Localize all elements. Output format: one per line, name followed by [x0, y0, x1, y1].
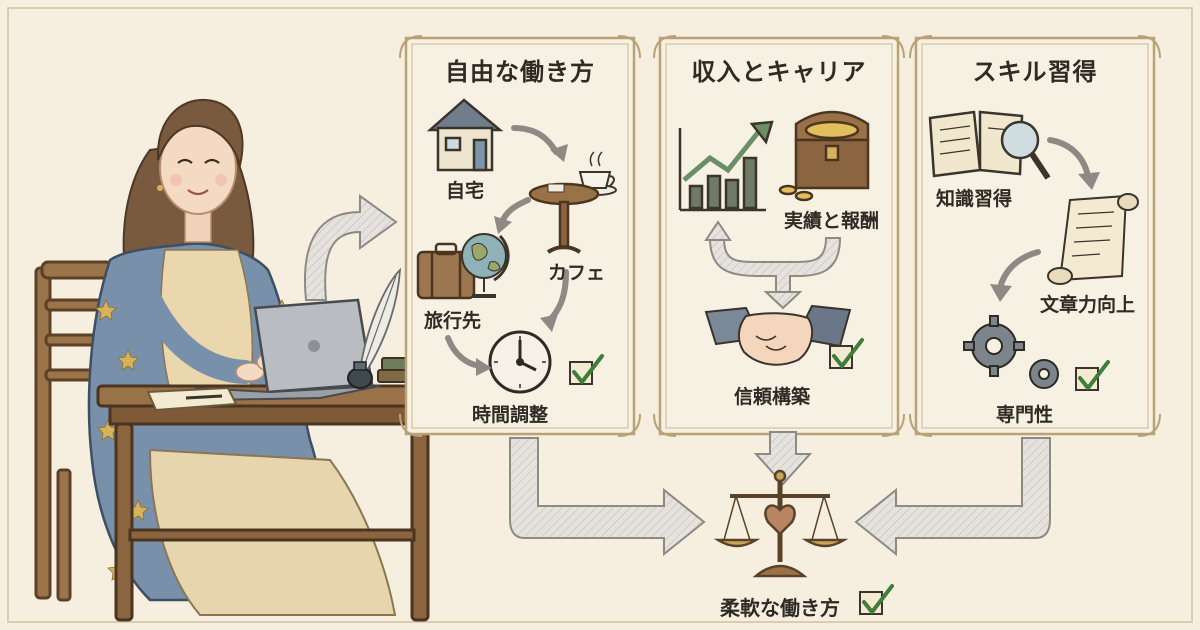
suitcase-icon [416, 242, 476, 300]
label-results-reward: 実績と報酬 [784, 210, 880, 232]
outcome-label: 柔軟な働き方 [720, 596, 840, 620]
book-magnifier-icon [928, 110, 1051, 180]
label-knowledge: 知識習得 [936, 188, 1013, 210]
checkmarks [572, 338, 1110, 614]
label-trust-building: 信頼構築 [734, 386, 811, 408]
arrow-career-to-outcome [753, 431, 813, 486]
arrow-skills-to-outcome [854, 437, 1051, 557]
balance-scale-icon [713, 469, 849, 578]
label-writing: 文章力向上 [1040, 294, 1136, 316]
label-time-adjust: 時間調整 [472, 404, 549, 426]
cycle-arrowheads-freedom [476, 144, 568, 376]
cycle-arrows-skills [997, 137, 1091, 291]
arrow-freedom-to-outcome [509, 437, 706, 557]
clock-icon [488, 330, 552, 394]
gears-icon [963, 315, 1059, 389]
panel-title-freedom: 自由な働き方 [445, 58, 595, 86]
house-icon [426, 98, 504, 172]
cafe-table-icon [528, 182, 600, 254]
inkpot-icon [347, 361, 373, 389]
panel-title-skills: スキル習得 [972, 58, 1098, 86]
label-cafe: カフェ [548, 262, 606, 284]
quill-icon [358, 267, 402, 374]
panel-title-career: 収入とキャリア [691, 58, 867, 86]
laptop-icon [193, 298, 381, 402]
cycle-arrowheads-skills [990, 172, 1100, 302]
handshake-icon [704, 304, 852, 366]
treasure-chest-icon [778, 110, 870, 202]
growth-chart-icon [678, 120, 774, 212]
label-home: 自宅 [446, 180, 485, 202]
branching-arrows-career [704, 220, 842, 310]
globe-icon [461, 233, 510, 298]
label-expertise: 専門性 [996, 404, 1054, 426]
panel-frame-career [653, 35, 905, 437]
page-border [7, 7, 1193, 623]
notebook [146, 386, 238, 412]
label-travel: 旅行先 [424, 310, 482, 332]
scroll-icon [1047, 193, 1139, 285]
arrow-woman-to-freedom [304, 194, 398, 301]
